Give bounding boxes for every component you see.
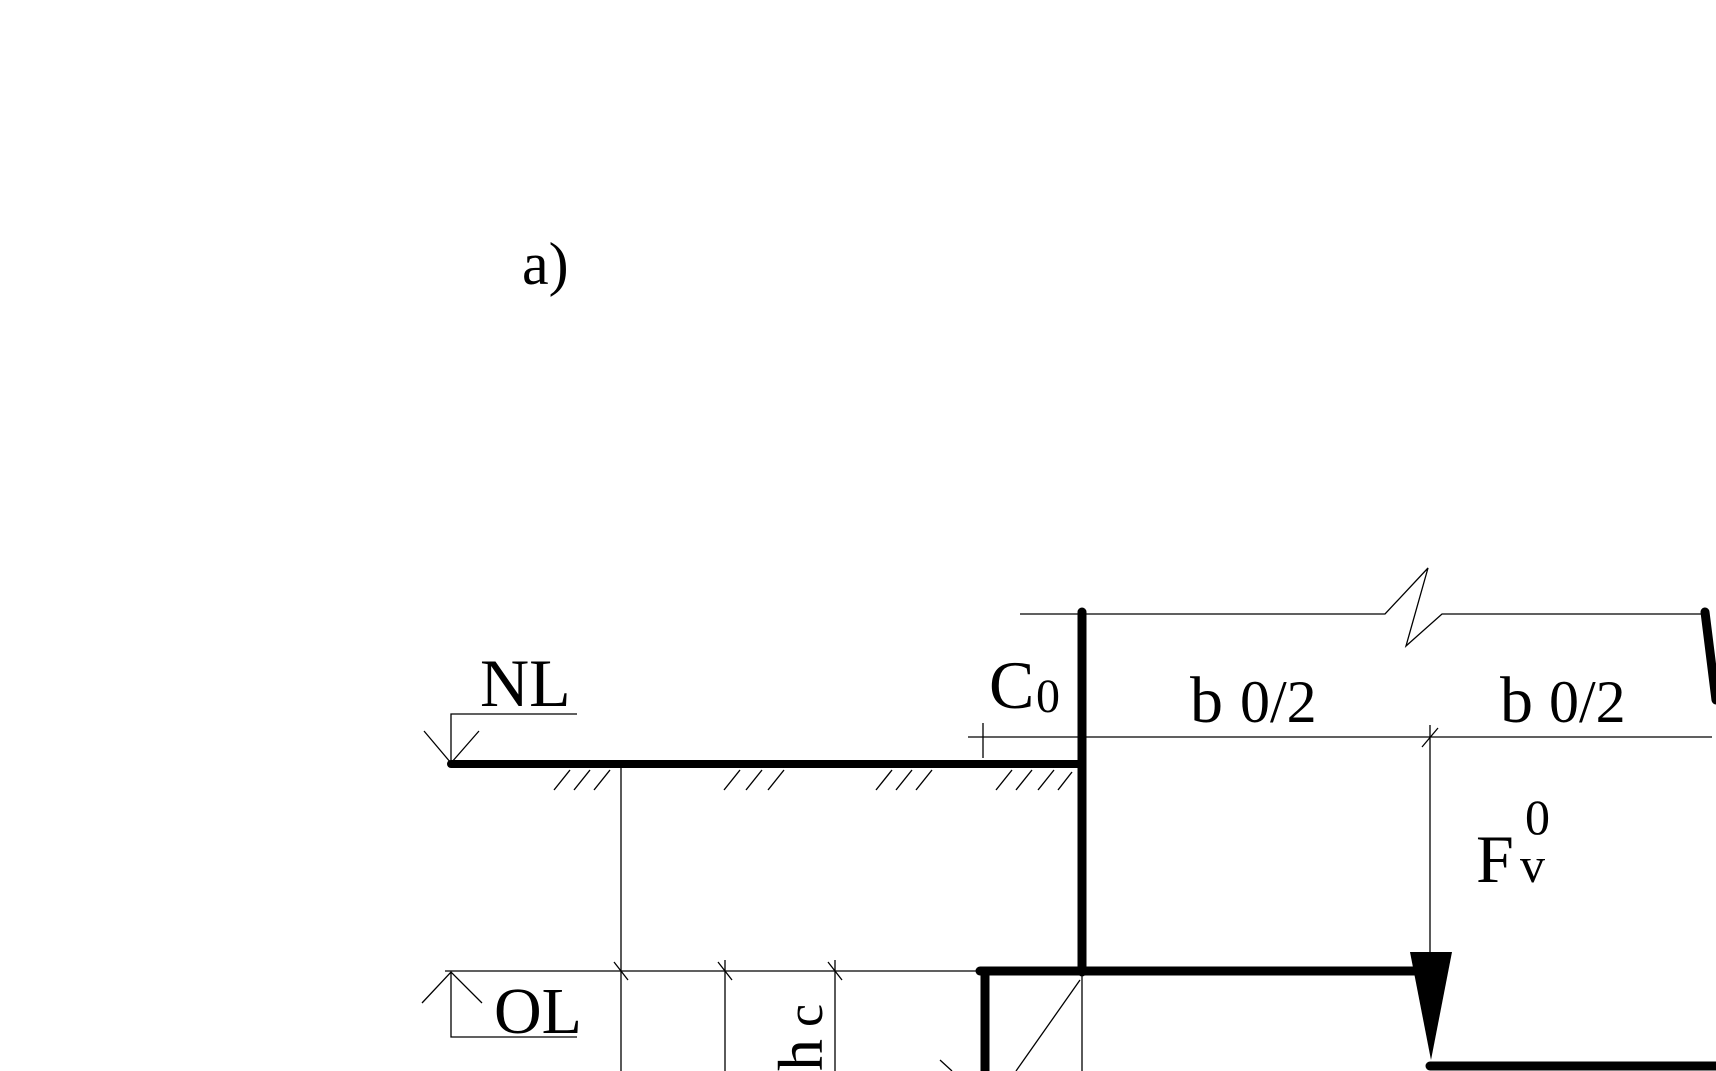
half-width-right-main: b [1500, 664, 1533, 737]
half-width-tick [1421, 727, 1439, 748]
ol-tick-2 [717, 961, 733, 981]
structure-lines [447, 607, 1716, 1071]
load-label-sub: v [1520, 837, 1545, 893]
load-label-main: F [1476, 821, 1514, 897]
half-width-left-label: b 0/2 [1190, 664, 1317, 737]
height-label-main: h [765, 1039, 836, 1071]
nl-level-leader [450, 713, 577, 763]
ol-tick-1 [613, 961, 629, 981]
load-label: F v 0 [1476, 789, 1550, 897]
ground-level-label: NL [480, 645, 571, 721]
half-width-right-label: b 0/2 [1500, 664, 1626, 737]
right-wall-line [1700, 607, 1716, 705]
half-width-right-sub: 0/2 [1549, 669, 1626, 735]
panel-label: a) [522, 231, 569, 297]
offset-label-main: C [989, 647, 1034, 723]
foundation-level-label: OL [494, 975, 582, 1048]
section-diagonal-1 [1015, 979, 1081, 1071]
ground-hatching [553, 769, 1073, 791]
half-width-left-sub: 0/2 [1240, 669, 1317, 735]
ol-level-leader [450, 972, 577, 1038]
half-width-left-main: b [1190, 664, 1223, 737]
top-break-line [1020, 567, 1705, 648]
section-diagonal-2 [939, 1059, 953, 1071]
offset-label: C 0 [989, 647, 1060, 723]
height-label: h c [765, 1004, 836, 1071]
load-arrow-head [1410, 952, 1452, 1060]
load-label-sup: 0 [1525, 789, 1550, 845]
ol-tick-3 [827, 961, 843, 981]
dimension-lines [421, 567, 1712, 1071]
offset-label-sub: 0 [1036, 670, 1060, 723]
height-label-sub: c [777, 1004, 834, 1027]
ol-level-marker [421, 971, 483, 1004]
